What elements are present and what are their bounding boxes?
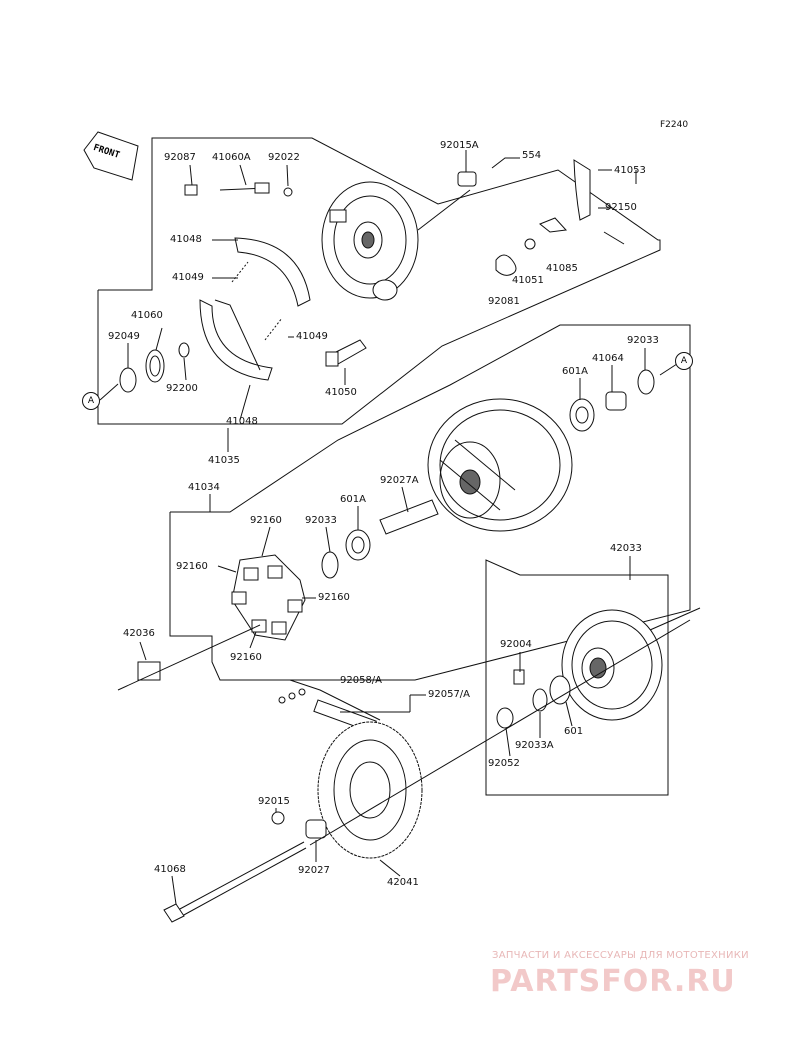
part-label: 92160 xyxy=(230,652,262,663)
part-label: 41060 xyxy=(131,310,163,321)
damper-rubbers-drawing xyxy=(117,554,306,691)
part-label: 41049 xyxy=(172,272,204,283)
part-label: 41064 xyxy=(592,353,624,364)
frame-41035 xyxy=(97,137,661,425)
part-label: 42041 xyxy=(387,877,419,888)
part-label: 92160 xyxy=(318,592,350,603)
part-label: 92033 xyxy=(627,335,659,346)
watermark-brand: PARTSFOR.RU xyxy=(490,964,736,999)
part-label: 92160 xyxy=(250,515,282,526)
leader-lines xyxy=(99,150,681,905)
part-label: 41050 xyxy=(325,387,357,398)
brake-panel-drawing xyxy=(321,181,471,301)
part-label: 601 xyxy=(564,726,584,737)
part-label: 554 xyxy=(522,150,542,161)
part-label: 41048 xyxy=(226,416,258,427)
part-label: 41085 xyxy=(546,263,578,274)
frame-42033 xyxy=(485,559,669,796)
part-label: 92200 xyxy=(166,383,198,394)
part-label: 92022 xyxy=(268,152,300,163)
coupling-drawing xyxy=(496,607,701,729)
part-label: 92027 xyxy=(298,865,330,876)
part-label: 92058/A xyxy=(340,675,383,686)
part-label: 601A xyxy=(562,366,588,377)
part-label: 92160 xyxy=(176,561,208,572)
watermark-subtitle: ЗАПЧАСТИ И АКСЕССУАРЫ ДЛЯ МОТОТЕХНИКИ xyxy=(492,950,749,961)
part-label: 92015A xyxy=(440,140,479,151)
part-label: 41034 xyxy=(188,482,220,493)
part-label: 92033A xyxy=(515,740,554,751)
sprocket-drawing xyxy=(271,721,423,859)
part-label: 92049 xyxy=(108,331,140,342)
figure-code: F2240 xyxy=(660,120,689,130)
part-label: 601A xyxy=(340,494,366,505)
part-label: 41053 xyxy=(614,165,646,176)
part-label: 92150 xyxy=(605,202,637,213)
part-label: 92087 xyxy=(164,152,196,163)
part-label: 41048 xyxy=(170,234,202,245)
front-arrow-shape xyxy=(83,131,139,181)
part-label: 92052 xyxy=(488,758,520,769)
part-label: 42033 xyxy=(610,543,642,554)
part-label: 41035 xyxy=(208,455,240,466)
brake-shoes-drawing xyxy=(199,237,311,381)
ref-marker-a-left: A xyxy=(82,392,100,410)
part-label: 92081 xyxy=(488,296,520,307)
brake-small-parts-drawing xyxy=(119,157,625,393)
part-label: 42036 xyxy=(123,628,155,639)
frame-41034 xyxy=(169,324,691,681)
part-label: 92027A xyxy=(380,475,419,486)
part-label: 92015 xyxy=(258,796,290,807)
part-label: 41051 xyxy=(512,275,544,286)
part-label: 41068 xyxy=(154,864,186,875)
ref-marker-a-right: A xyxy=(675,352,693,370)
axle-drawing xyxy=(163,619,691,923)
part-label: 41060A xyxy=(212,152,251,163)
part-label: 92004 xyxy=(500,639,532,650)
part-label: 92033 xyxy=(305,515,337,526)
part-label: 92057/A xyxy=(428,689,471,700)
part-label: 41049 xyxy=(296,331,328,342)
